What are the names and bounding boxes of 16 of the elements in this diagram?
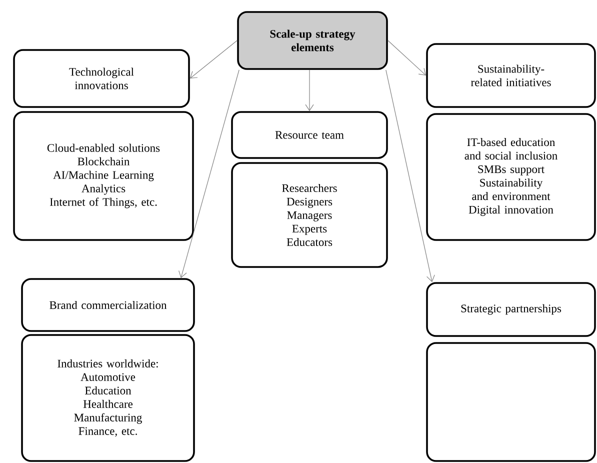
list-box: Industries worldwide: Automotive Education Healthcare Manufacturing Finance, etc. [21, 334, 195, 462]
arrow [305, 70, 314, 112]
arrow [388, 40, 426, 76]
list-box: Cloud-enabled solutions Blockchain AI/Machine Learning Analytics Internet of Things, etc. [13, 111, 194, 241]
category-box: Resource team [231, 111, 388, 159]
category-box: Strategic partnerships [426, 282, 596, 337]
root-box: Scale-up strategy elements [237, 11, 388, 70]
list-box: Researchers Designers Managers Experts Educators [231, 162, 388, 268]
category-box: Technological innovations [13, 49, 190, 108]
list-box: IT-based education and social inclusion SMBs support Sustainability and environment Digital innovation [426, 113, 596, 241]
list-box [426, 342, 596, 462]
arrow [178, 70, 240, 278]
arrow [386, 70, 435, 282]
category-box: Brand commercialization [21, 278, 195, 332]
arrow [190, 40, 238, 78]
category-box: Sustainability-related initiatives [426, 43, 596, 108]
